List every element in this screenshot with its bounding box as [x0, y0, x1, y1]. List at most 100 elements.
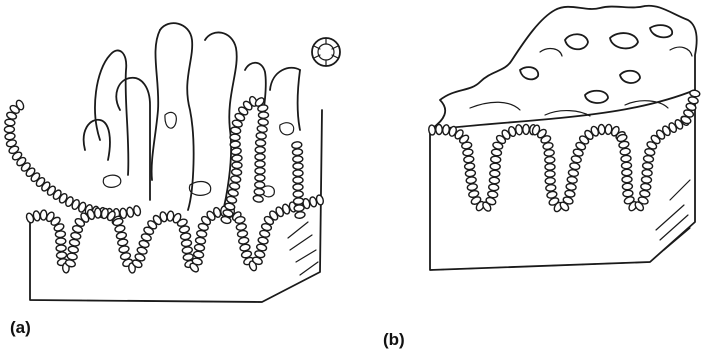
epithelial-cell — [232, 155, 242, 162]
epithelial-cell — [567, 176, 578, 184]
epithelial-cell — [255, 168, 265, 174]
epithelial-cell — [622, 176, 632, 183]
epithelial-cell — [255, 147, 265, 154]
panel-b-label: (b) — [383, 330, 405, 350]
epithelial-cell — [490, 163, 500, 170]
panel-a-block-side-shading — [288, 222, 318, 275]
epithelial-cell — [181, 239, 192, 246]
epithelial-cell — [237, 230, 248, 238]
epithelial-cell — [255, 161, 265, 167]
epithelial-cell — [255, 181, 265, 188]
epithelial-cell — [442, 124, 450, 135]
epithelial-cell — [640, 183, 651, 190]
epithelial-cell — [194, 244, 205, 252]
epithelial-cell — [294, 204, 305, 211]
panel-b-diagram — [428, 6, 700, 270]
panel-a-label: (a) — [10, 318, 31, 338]
epithelial-cell — [56, 245, 66, 252]
epithelial-cell — [544, 149, 555, 156]
epithelial-cell — [515, 124, 523, 135]
panel-b-block-side-shading — [656, 180, 690, 250]
epithelial-cell — [230, 175, 241, 183]
epithelial-cell — [293, 156, 303, 163]
epithelial-cell — [291, 141, 302, 149]
epithelial-cell — [489, 177, 499, 184]
epithelial-cell — [69, 239, 80, 247]
epithelial-cell — [229, 182, 240, 190]
epithelial-cell — [491, 149, 502, 157]
epithelial-cell — [465, 170, 476, 177]
epithelial-cell — [258, 118, 269, 125]
epithelial-cell — [621, 162, 631, 169]
epithelial-cell — [462, 149, 473, 157]
epithelial-cell — [255, 154, 265, 161]
epithelial-cell — [545, 164, 555, 171]
epithelial-cell — [545, 184, 556, 192]
epithelial-cell — [230, 141, 240, 148]
epithelial-cell — [256, 132, 267, 139]
epithelial-cell — [463, 156, 474, 164]
epithelial-cell — [292, 149, 302, 156]
epithelial-cell — [5, 132, 16, 140]
epithelial-cell — [642, 169, 652, 176]
epithelial-cell — [118, 245, 129, 253]
epithelial-cell — [568, 169, 579, 177]
epithelial-cell — [254, 188, 265, 195]
epithelial-cell — [126, 207, 134, 218]
epithelial-cell — [56, 252, 66, 259]
epithelial-cell — [643, 155, 654, 163]
epithelial-cell — [257, 125, 268, 133]
epithelial-cell — [116, 231, 127, 239]
epithelial-cell — [133, 205, 142, 216]
epithelial-cell — [236, 223, 247, 231]
epithelial-cell — [5, 119, 16, 127]
epithelial-cell — [195, 237, 206, 245]
epithelial-cell — [255, 175, 265, 182]
epithelial-cell — [253, 195, 264, 203]
epithelial-cell — [293, 177, 303, 183]
epithelial-cell — [293, 163, 303, 170]
epithelial-cell — [295, 211, 306, 219]
epithelial-cell — [231, 169, 242, 176]
panel-b-crypt-openings — [470, 25, 692, 116]
epithelial-cell — [55, 231, 65, 238]
epithelial-cell — [466, 176, 477, 184]
epithelial-cell — [293, 170, 303, 176]
epithelial-cell — [467, 183, 478, 191]
panel-b-surface — [430, 6, 697, 130]
epithelial-cell — [436, 124, 443, 134]
panel-a-diagram — [4, 23, 340, 302]
epithelial-cell — [117, 238, 128, 246]
epithelial-cell — [642, 162, 653, 169]
epithelial-cell — [623, 190, 634, 197]
epithelial-cell — [620, 148, 631, 156]
epithelial-cell — [428, 125, 435, 136]
epithelial-cell — [230, 134, 240, 141]
epithelial-cell — [293, 198, 303, 205]
epithelial-cell — [622, 183, 632, 190]
epithelial-cell — [641, 176, 652, 183]
epithelial-cell — [490, 170, 500, 177]
epithelial-cell — [569, 162, 580, 170]
epithelial-cell — [255, 139, 265, 146]
epithelial-cell — [182, 246, 193, 254]
panel-a-villi — [84, 23, 300, 215]
epithelial-cell — [598, 124, 605, 135]
epithelial-cell — [258, 112, 268, 118]
panel-b-crypt-chains — [428, 90, 700, 213]
epithelial-cell — [566, 183, 577, 191]
epithelial-cell — [56, 238, 66, 245]
epithelial-cell — [232, 162, 242, 169]
epithelial-cell — [180, 232, 191, 240]
epithelial-cell — [689, 90, 700, 98]
epithelial-cell — [545, 156, 555, 163]
epithelial-cell — [68, 246, 79, 254]
epithelial-cell — [490, 156, 501, 163]
epithelial-cell — [293, 191, 303, 198]
epithelial-cell — [488, 184, 499, 191]
epithelial-cell — [621, 155, 632, 162]
epithelial-cell — [545, 171, 555, 178]
epithelial-cell — [231, 147, 242, 155]
epithelial-cell — [622, 169, 632, 176]
